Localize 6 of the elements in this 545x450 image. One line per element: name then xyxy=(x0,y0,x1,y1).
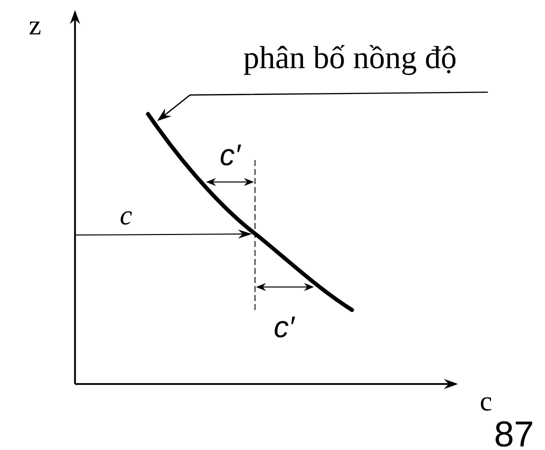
axis-label: z xyxy=(30,22,40,34)
label-text: phân bố nồng độ xyxy=(244,45,456,75)
curve xyxy=(146,112,354,312)
axis-label: c xyxy=(480,397,492,411)
variable-label: c′ xyxy=(220,144,242,166)
page-number: 87 xyxy=(496,421,532,447)
